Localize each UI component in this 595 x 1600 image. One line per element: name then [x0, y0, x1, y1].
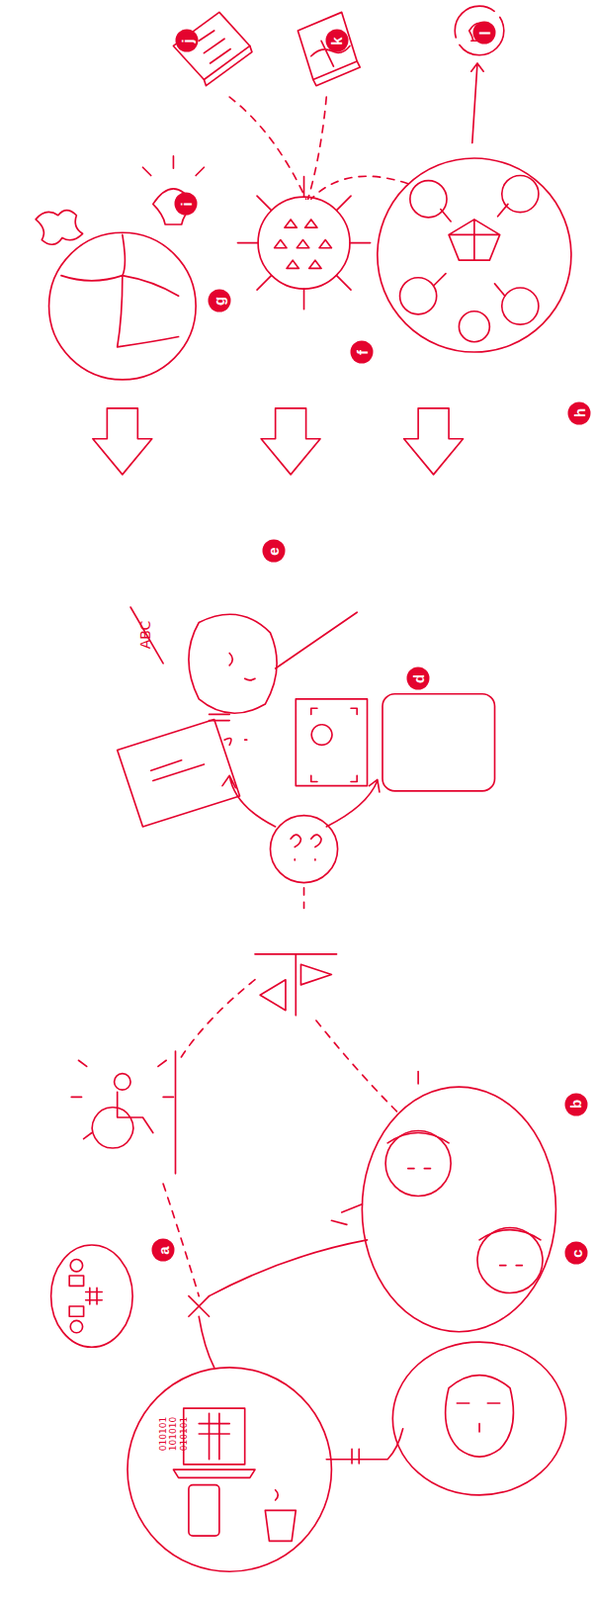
letter-badge: g — [207, 288, 232, 313]
letter-badge: e — [261, 538, 286, 563]
badge-letter: i — [177, 201, 193, 206]
badge-circle — [565, 1241, 589, 1265]
badge-letter: d — [411, 674, 426, 683]
letter-badge: i — [173, 191, 198, 216]
badge-circle — [350, 340, 374, 364]
badge-letter: a — [156, 1245, 171, 1254]
letter-badge: a — [151, 1237, 175, 1262]
crossed-text: ABC — [138, 620, 155, 650]
letter-badge: h — [567, 401, 592, 425]
badge-circle — [565, 1092, 589, 1115]
badge-letter: f — [354, 349, 370, 355]
letter-badge: j — [174, 28, 199, 53]
binary-digits: 101010 — [168, 1416, 178, 1450]
letter-badge: k — [325, 28, 349, 53]
badge-letter: j — [178, 38, 194, 43]
letter-badge: c — [564, 1240, 589, 1265]
badge-circle — [407, 667, 430, 690]
badge-circle — [261, 539, 285, 563]
letter-badge: f — [349, 340, 374, 364]
badge-circle — [173, 192, 197, 216]
badge-letter: e — [265, 546, 281, 555]
badge-letter: c — [569, 1248, 585, 1257]
binary-digits: 010101 — [178, 1416, 189, 1450]
badge-circle — [473, 21, 497, 45]
badge-letter: h — [572, 408, 588, 418]
badge-circle — [174, 29, 198, 53]
badge-letter: g — [211, 296, 227, 306]
letter-badge: d — [406, 666, 430, 690]
badge-circle — [152, 1238, 175, 1262]
badge-letter: k — [329, 36, 344, 45]
binary-digits: 010101 — [158, 1416, 169, 1450]
badge-circle — [568, 401, 592, 425]
badge-letter: l — [477, 30, 493, 35]
letter-badge: b — [564, 1092, 589, 1116]
badge-circle — [325, 29, 348, 53]
badge-letter: b — [569, 1099, 585, 1108]
letter-badge: l — [472, 20, 497, 45]
badge-circle — [207, 289, 231, 313]
